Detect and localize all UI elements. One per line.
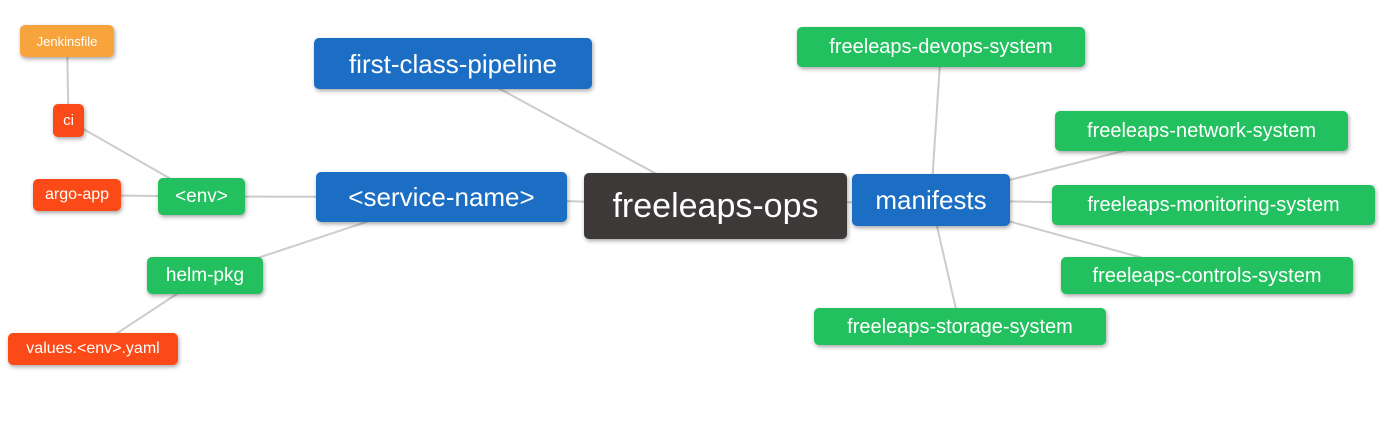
node-env[interactable]: <env> <box>158 178 245 215</box>
node-ci[interactable]: ci <box>53 104 84 137</box>
node-freeleaps-ops[interactable]: freeleaps-ops <box>584 173 847 239</box>
node-monitoring-system[interactable]: freeleaps-monitoring-system <box>1052 185 1375 225</box>
node-storage-system[interactable]: freeleaps-storage-system <box>814 308 1106 345</box>
node-jenkinsfile[interactable]: Jenkinsfile <box>20 25 114 57</box>
node-service-name[interactable]: <service-name> <box>316 172 567 222</box>
node-argo-app[interactable]: argo-app <box>33 179 121 211</box>
node-manifests[interactable]: manifests <box>852 174 1010 226</box>
node-devops-system[interactable]: freeleaps-devops-system <box>797 27 1085 67</box>
node-controls-system[interactable]: freeleaps-controls-system <box>1061 257 1353 294</box>
node-helm-pkg[interactable]: helm-pkg <box>147 257 263 294</box>
node-values-env-yaml[interactable]: values.<env>.yaml <box>8 333 178 365</box>
node-first-class-pipeline[interactable]: first-class-pipeline <box>314 38 592 89</box>
node-network-system[interactable]: freeleaps-network-system <box>1055 111 1348 151</box>
